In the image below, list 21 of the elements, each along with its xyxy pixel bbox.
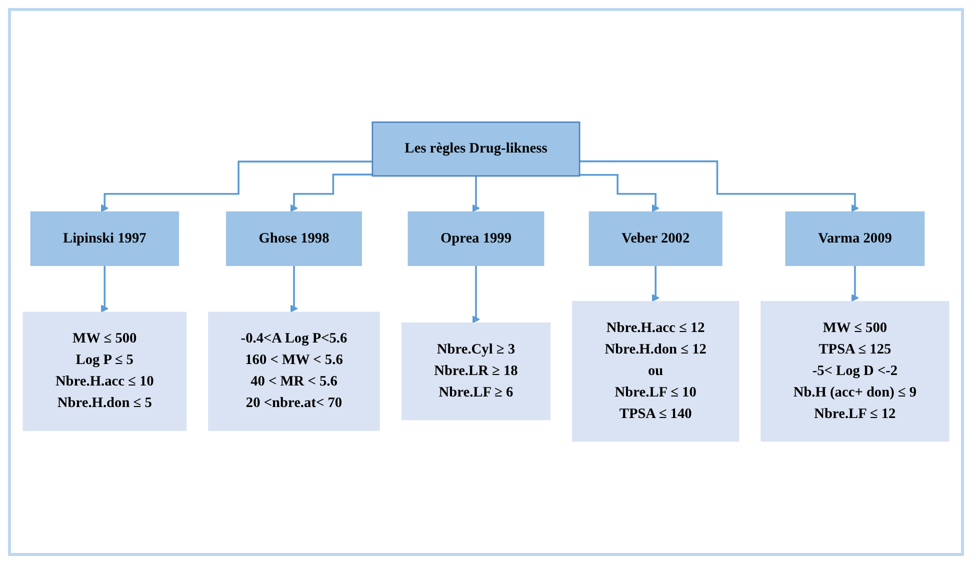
arrow <box>290 264 298 313</box>
node-box: Veber 2002 <box>588 212 722 266</box>
node-box: Lipinski 1997 <box>30 212 180 266</box>
arrow <box>652 264 660 302</box>
node-box: Ghose 1998 <box>226 212 362 266</box>
arrow <box>472 264 480 324</box>
node-box: Nbre.H.acc ≤ 12 Nbre.H.don ≤ 12 ou Nbre.LF ≤ 10 TPSA ≤ 140 <box>572 301 740 442</box>
node-box: Nbre.Cyl ≥ 3 Nbre.LR ≥ 18 Nbre.LF ≥ 6 <box>401 322 551 420</box>
arrow <box>290 174 372 212</box>
node-box: Oprea 1999 <box>408 212 544 266</box>
arrow <box>100 264 109 313</box>
arrow <box>472 175 480 212</box>
arrow <box>580 174 660 212</box>
arrow <box>580 160 859 212</box>
arrow <box>851 264 859 302</box>
arrow <box>100 160 372 212</box>
node-box: -0.4<A Log P<5.6 160 < MW < 5.6 40 < MR < 5.6 20 <nbre.at< 70 <box>208 312 380 432</box>
node-box: MW ≤ 500 TPSA ≤ 125 -5< Log D <-2 Nb.H (acc+ don) ≤ 9 Nbre.LF ≤ 12 <box>760 301 950 442</box>
node-box: Les règles Drug-likness <box>372 122 580 177</box>
node-box: Varma 2009 <box>785 212 925 266</box>
node-box: MW ≤ 500 Log P ≤ 5 Nbre.H.acc ≤ 10 Nbre.H.don ≤ 5 <box>22 312 187 432</box>
